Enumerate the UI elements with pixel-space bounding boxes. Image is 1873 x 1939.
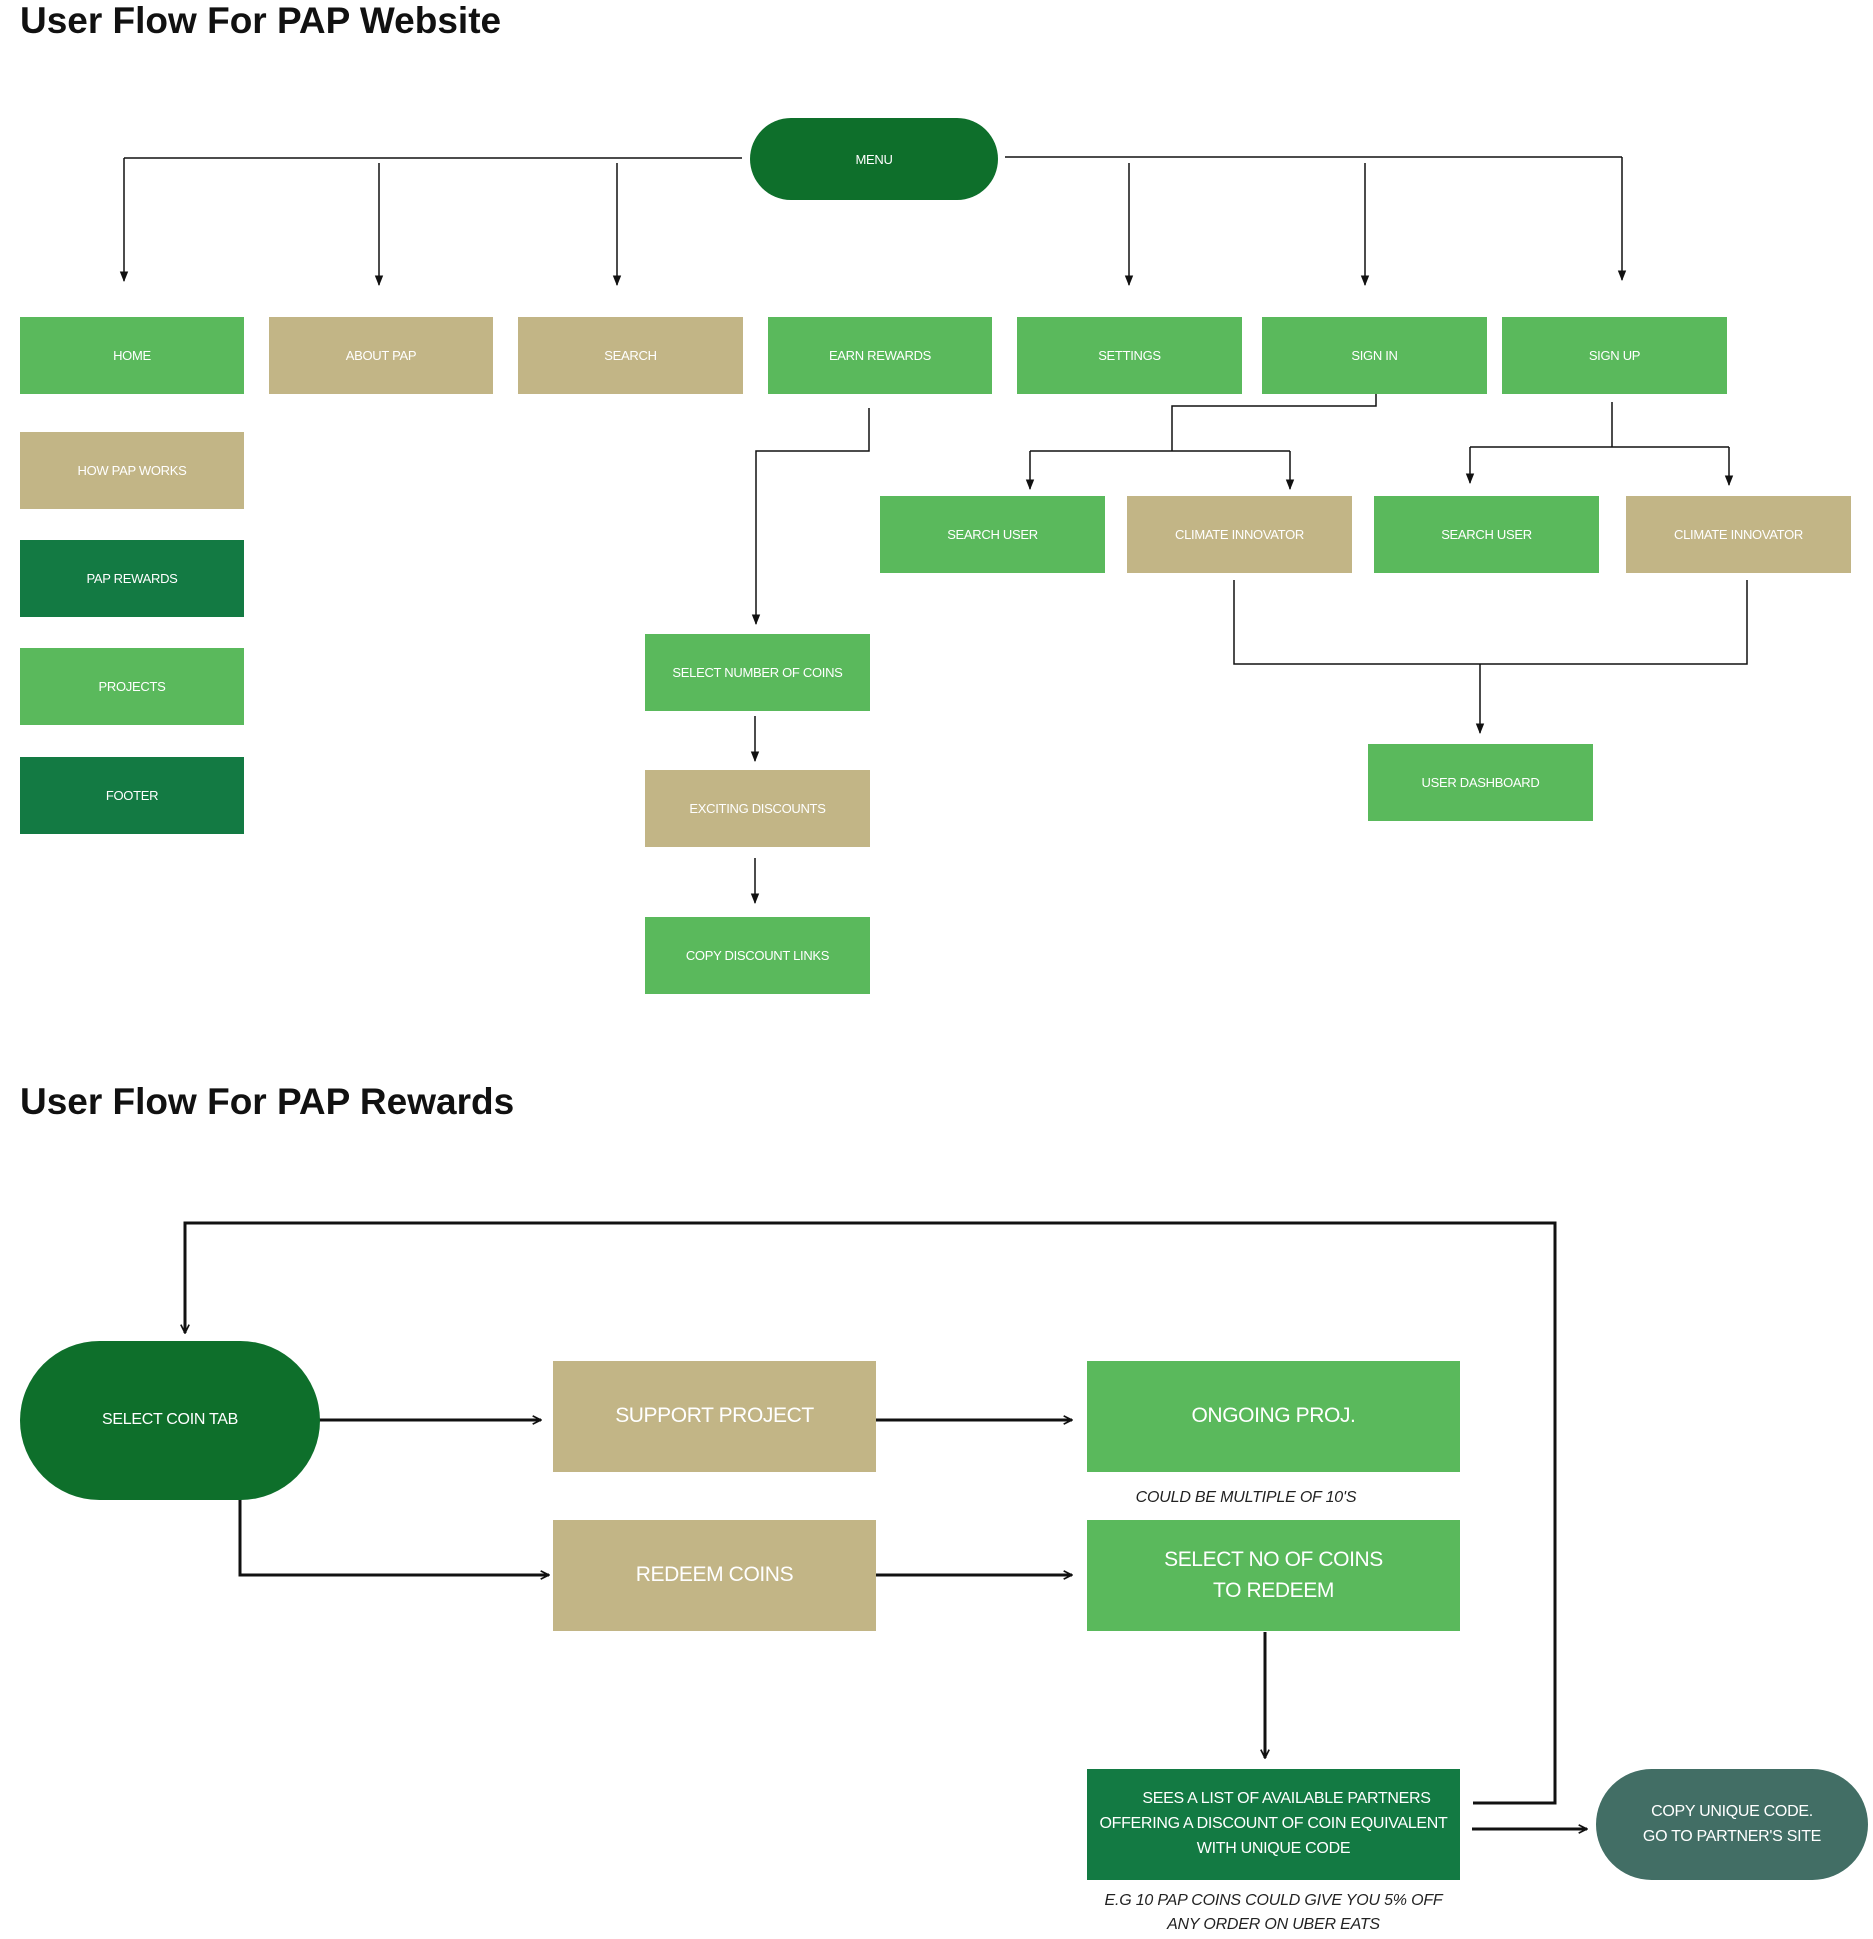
how-pap-works-node: HOW PAP WORKS [20, 432, 244, 509]
signin-branch [1171, 393, 1377, 451]
earn-to-select-coins [751, 408, 870, 626]
pap-rewards-node: PAP REWARDS [20, 540, 244, 617]
select-number-of-coins-node: SELECT NUMBER OF COINS [645, 634, 870, 711]
exciting-discounts-node: EXCITING DISCOUNTS [645, 770, 870, 847]
coin-tab-to-redeem [238, 1498, 549, 1575]
climate-merge [1233, 580, 1748, 665]
about-pap-node: ABOUT PAP [269, 317, 493, 394]
select-no-of-coins-line-1: SELECT NO OF COINS [1164, 1548, 1383, 1572]
select-no-of-coins-line-2: TO REDEEM [1213, 1578, 1334, 1602]
note-example-discount: E.G 10 PAP COINS COULD GIVE YOU 5% OFF A… [1087, 1889, 1460, 1937]
footer-node: FOOTER [20, 757, 244, 834]
available-partners-node: SEES A LIST OF AVAILABLE PARTNERS OFFERI… [1087, 1769, 1460, 1880]
signin-climate-innovator-node: CLIMATE INNOVATOR [1127, 496, 1352, 573]
signup-search-user-node: SEARCH USER [1374, 496, 1599, 573]
note-example-line-2: ANY ORDER ON UBER EATS [1167, 1916, 1380, 1933]
earn-rewards-node: EARN REWARDS [768, 317, 992, 394]
signup-climate-innovator-node: CLIMATE INNOVATOR [1626, 496, 1851, 573]
rewards-flow-title: User Flow For PAP Rewards [20, 1081, 515, 1122]
loop-back-arrow [185, 1221, 1557, 1805]
copy-discount-links-node: COPY DISCOUNT LINKS [645, 917, 870, 994]
partners-line-1: SEES A LIST OF AVAILABLE PARTNERS [1142, 1790, 1431, 1808]
note-example-line-1: E.G 10 PAP COINS COULD GIVE YOU 5% OFF [1104, 1892, 1443, 1909]
select-no-of-coins-node: SELECT NO OF COINS TO REDEEM [1087, 1520, 1460, 1631]
settings-node: SETTINGS [1017, 317, 1242, 394]
sign-in-node: SIGN IN [1262, 317, 1487, 394]
support-project-node: SUPPORT PROJECT [553, 1361, 876, 1472]
menu-node: MENU [750, 118, 998, 200]
select-coin-tab-node: SELECT COIN TAB [20, 1341, 320, 1500]
redeem-coins-node: REDEEM COINS [553, 1520, 876, 1631]
home-node: HOME [20, 317, 244, 394]
search-node: SEARCH [518, 317, 743, 394]
user-dashboard-node: USER DASHBOARD [1368, 744, 1593, 821]
copy-code-line-1: COPY UNIQUE CODE. [1651, 1802, 1813, 1820]
sign-up-node: SIGN UP [1502, 317, 1727, 394]
copy-code-line-2: GO TO PARTNER'S SITE [1642, 1827, 1822, 1845]
signin-search-user-node: SEARCH USER [880, 496, 1105, 573]
note-multiple-of-10: COULD BE MULTIPLE OF 10'S [1135, 1489, 1357, 1506]
partners-line-2: OFFERING A DISCOUNT OF COIN EQUIVALENT [1099, 1815, 1448, 1833]
projects-node: PROJECTS [20, 648, 244, 725]
copy-unique-code-node: COPY UNIQUE CODE. GO TO PARTNER'S SITE [1596, 1769, 1868, 1880]
ongoing-proj-node: ONGOING PROJ. [1087, 1361, 1460, 1472]
partners-line-3: WITH UNIQUE CODE [1196, 1839, 1351, 1857]
website-flow-title: User Flow For PAP Website [20, 0, 502, 41]
